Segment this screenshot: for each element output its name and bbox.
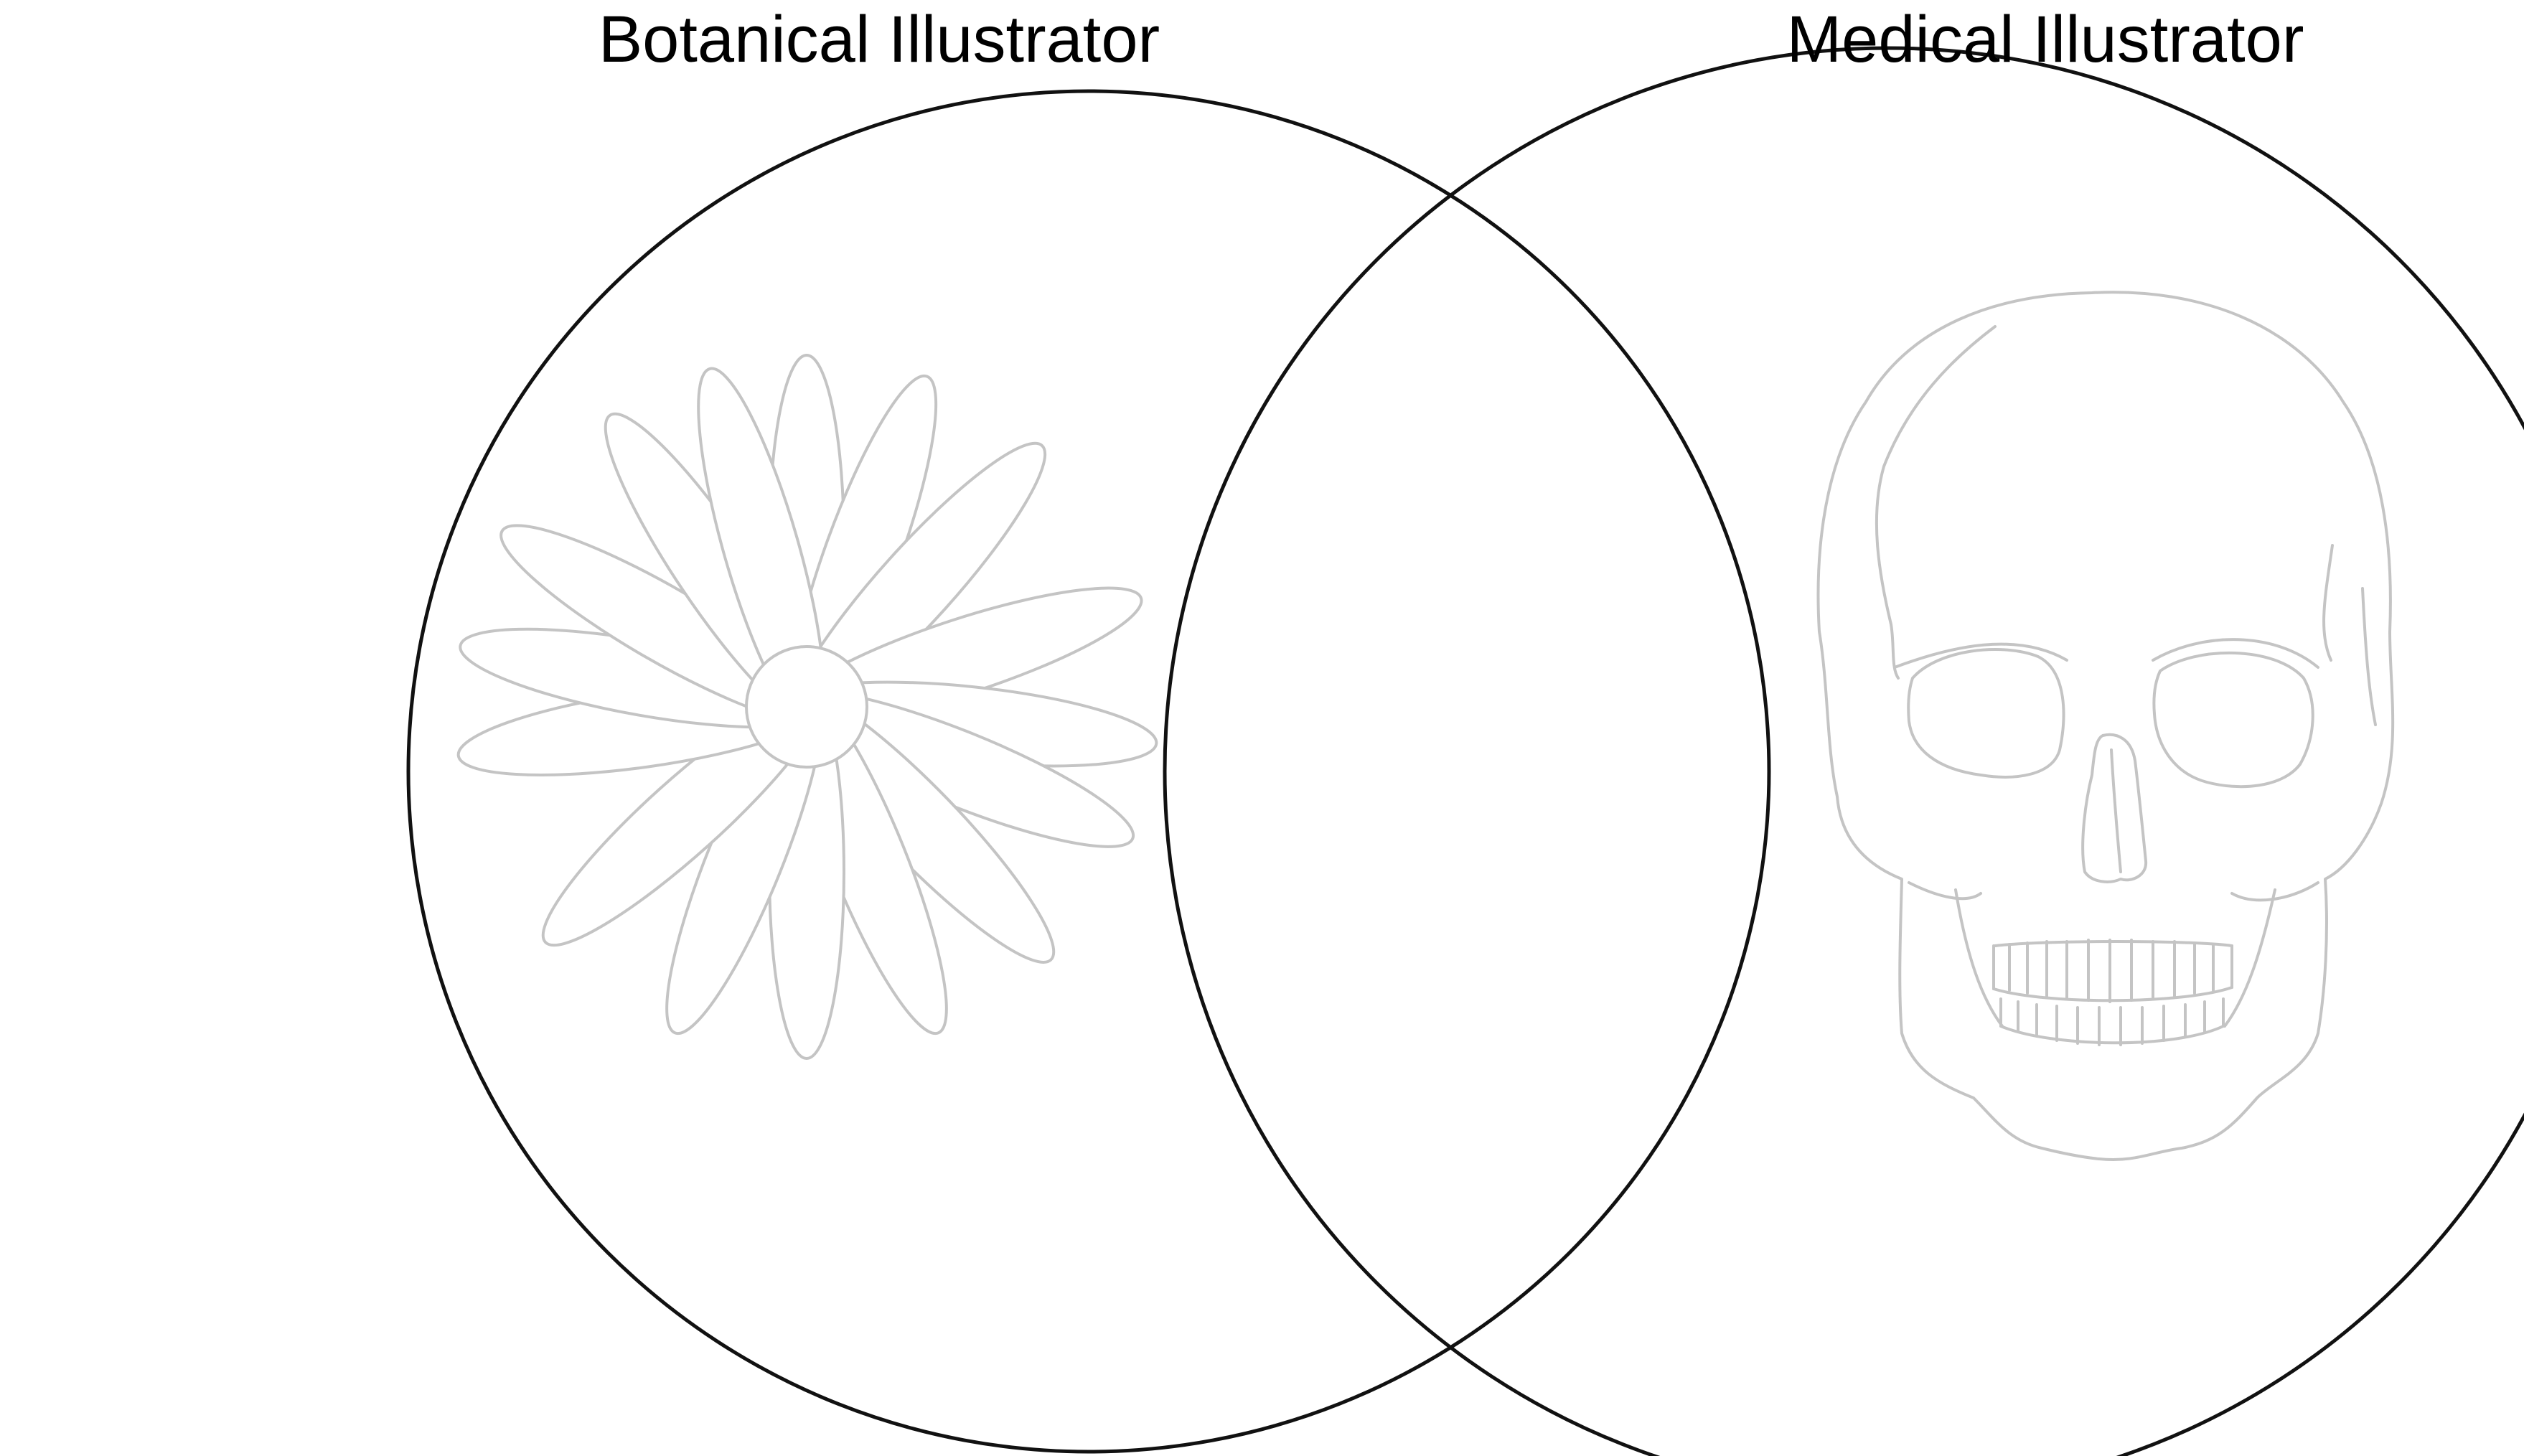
medical-set-circle [1163,46,2524,1456]
human-skull-icon [1816,291,2395,1161]
botanical-set-circle [406,89,1771,1454]
medical-illustrator-label: Medical Illustrator [1786,3,2304,76]
daisy-flower-icon [456,354,1158,1060]
botanical-illustrator-label: Botanical Illustrator [598,3,1160,76]
